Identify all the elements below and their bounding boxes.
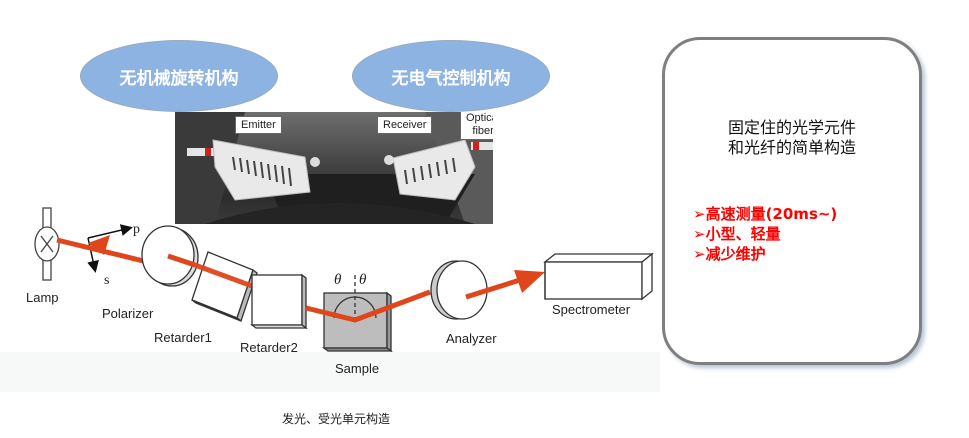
emitter-screw	[310, 157, 320, 167]
card-title: 固定住的光学元件 和光纤的简单构造	[665, 118, 919, 158]
emitter-receiver-photo: Emitter Receiver Optical fiber	[175, 112, 493, 224]
ellipse-label: 无电气控制机构	[391, 68, 511, 89]
no-mechanical-rotation-ellipse: 无机械旋转机构	[80, 40, 278, 112]
optical-fiber-label: Optical fiber	[460, 112, 493, 140]
arrow-bullet-icon: ➢	[693, 245, 706, 263]
retarder2-label: Retarder2	[240, 340, 298, 355]
photo-stage	[205, 203, 475, 224]
receiver-head	[392, 139, 476, 201]
receiver-label: Receiver	[377, 116, 433, 134]
emitter-fiber-tip	[205, 148, 211, 156]
theta-right-label: θ	[359, 272, 367, 288]
feature-text: 高速测量(20ms~)	[705, 205, 838, 223]
lamp-label: Lamp	[26, 290, 59, 305]
arrow-bullet-icon: ➢	[693, 225, 706, 243]
photo-drawing	[175, 112, 493, 224]
beam-arrowhead-2	[514, 270, 545, 293]
feature-item: ➢高速测量(20ms~)	[693, 204, 837, 224]
spectrometer-label: Spectrometer	[552, 302, 631, 317]
feature-list: ➢高速测量(20ms~) ➢小型、轻量 ➢减少维护	[693, 204, 837, 264]
s-label: s	[104, 273, 110, 288]
feature-text: 小型、轻量	[705, 225, 781, 243]
card-title-line2: 和光纤的简单构造	[727, 138, 856, 157]
no-electrical-control-ellipse: 无电气控制机构	[352, 40, 550, 112]
spectrometer-icon	[543, 252, 654, 301]
polarizer-icon	[141, 225, 199, 287]
beam-sample-reflection	[305, 289, 431, 323]
receiver-screw	[384, 155, 394, 165]
emitter-fiber	[187, 148, 215, 156]
receiver-fiber-tip	[473, 142, 479, 150]
feature-text: 减少维护	[705, 245, 766, 263]
polarizer-label: Polarizer	[102, 306, 154, 321]
lamp-icon	[34, 207, 60, 281]
beam-arrowhead-1	[88, 235, 110, 255]
features-card: 固定住的光学元件 和光纤的简单构造 ➢高速测量(20ms~) ➢小型、轻量 ➢减…	[662, 37, 922, 365]
emitter-label: Emitter	[235, 116, 282, 134]
beam-analyzer-spectrometer	[465, 277, 521, 300]
ellipse-label: 无机械旋转机构	[119, 68, 239, 89]
photo-left-shadow	[175, 112, 245, 224]
diagram-background	[0, 352, 660, 392]
retarder2-icon	[250, 273, 308, 330]
arrow-bullet-icon: ➢	[693, 205, 706, 223]
beam-polarizer-retarder1	[167, 253, 196, 268]
theta-left-label: θ	[334, 272, 342, 288]
card-title-line1: 固定住的光学元件	[727, 118, 856, 137]
analyzer-icon	[430, 260, 488, 320]
feature-item: ➢减少维护	[693, 244, 837, 264]
receiver-fiber	[471, 142, 493, 150]
feature-item: ➢小型、轻量	[693, 224, 837, 244]
p-arrow	[87, 224, 133, 239]
sample-label: Sample	[335, 361, 380, 376]
emitter-head	[212, 139, 311, 201]
p-label: p	[133, 222, 140, 237]
figure-caption: 发光、受光单元构造	[282, 412, 391, 426]
analyzer-label: Analyzer	[446, 331, 497, 346]
retarder1-label: Retarder1	[154, 330, 212, 345]
